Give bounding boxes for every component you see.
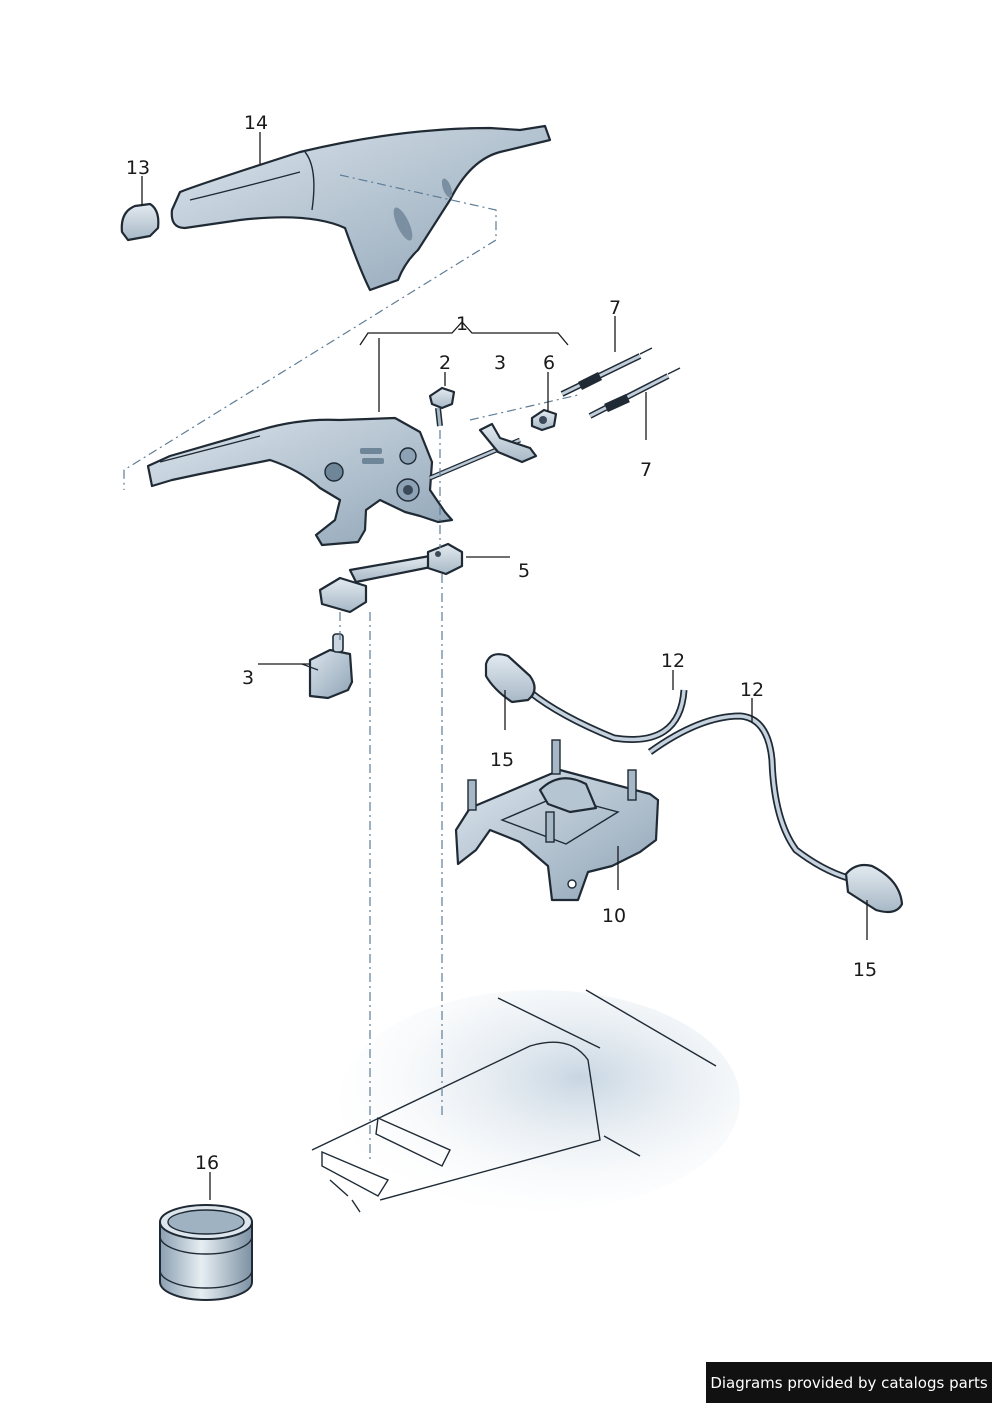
- label-7-top: 7: [609, 297, 621, 319]
- label-14: 14: [244, 112, 268, 134]
- cable-part-12-left: [484, 653, 688, 743]
- label-5: 5: [518, 560, 530, 582]
- cable-part-12-right: [647, 712, 904, 914]
- brake-cable-part-7-lower: [588, 367, 681, 419]
- brake-cable-part-7-upper: [560, 347, 653, 397]
- label-16: 16: [195, 1152, 219, 1174]
- ring-part-16: [159, 1204, 253, 1301]
- label-1: 1: [456, 313, 468, 335]
- label-6: 6: [543, 352, 555, 374]
- handbrake-lever-part-1: [146, 416, 538, 547]
- shifter-base-part-10: [454, 739, 660, 902]
- label-15-left: 15: [490, 749, 514, 771]
- floor-tunnel: [311, 989, 740, 1213]
- label-12-right: 12: [740, 679, 764, 701]
- nut-part-6: [530, 408, 558, 432]
- lever-cover-part-14: [170, 124, 552, 292]
- assembly-dash-lines: [123, 174, 579, 1160]
- label-3: 3: [242, 667, 254, 689]
- leader-lines: [141, 132, 868, 1200]
- switch-part-3: [301, 633, 354, 700]
- bracket-part-5: [318, 542, 464, 614]
- label-12-left: 12: [661, 650, 685, 672]
- label-7-bottom: 7: [640, 459, 652, 481]
- bolt-part-2: [428, 386, 456, 427]
- footer-credit: Diagrams provided by catalogs parts: [706, 1362, 992, 1403]
- label-2: 2: [439, 352, 451, 374]
- label-3-top: 3: [494, 352, 506, 374]
- label-15-right: 15: [853, 959, 877, 981]
- label-10: 10: [602, 905, 626, 927]
- label-13: 13: [126, 157, 150, 179]
- lever-cap-part-13: [120, 202, 160, 242]
- part-labels: 13 14 1 2 3 6 7 7 5 3 12 12 15 10 15 16: [126, 112, 877, 1174]
